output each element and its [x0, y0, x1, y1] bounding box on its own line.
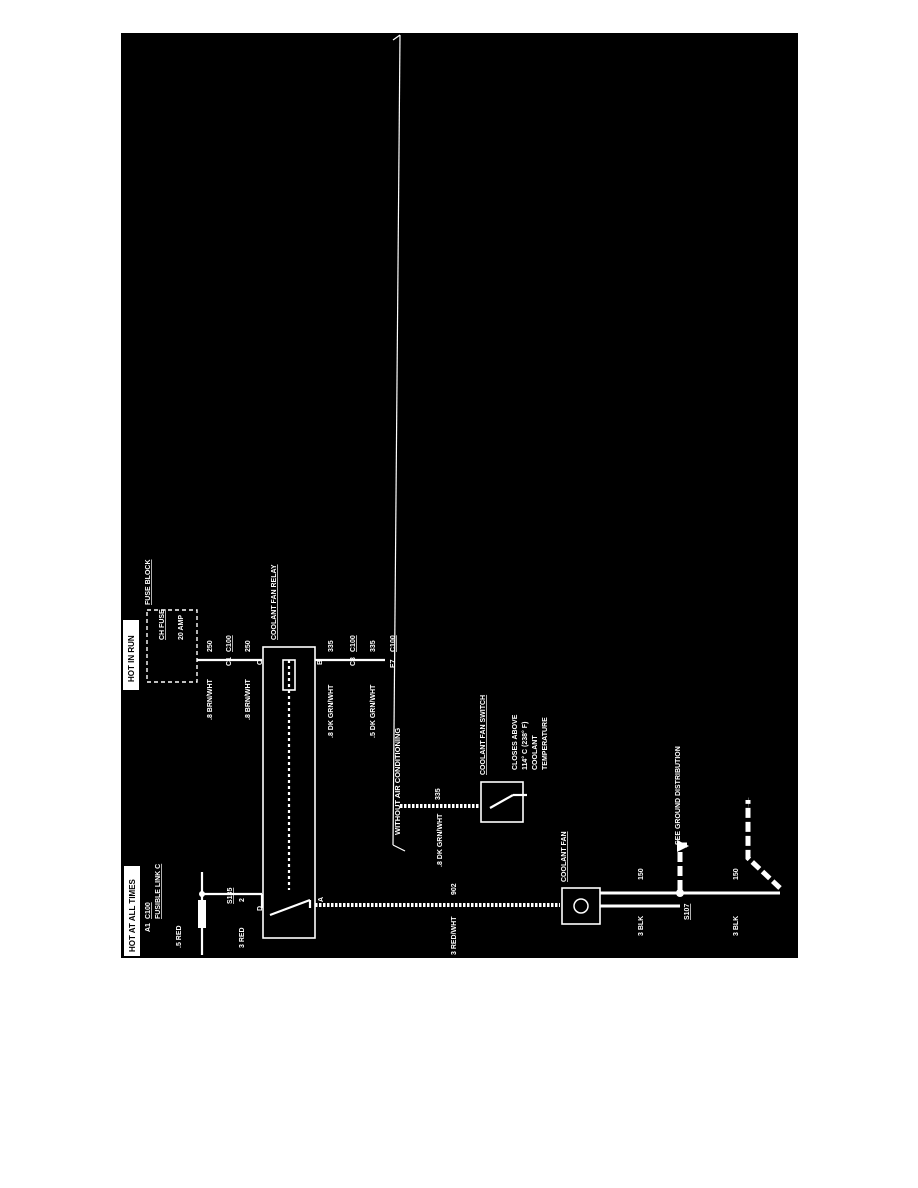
coolant-fan-box [561, 887, 601, 925]
coolant-fan-title: COOLANT FAN [561, 831, 568, 882]
svg-text:HOT IN RUN: HOT IN RUN [127, 635, 136, 682]
fuse-label: CH FUSE [159, 609, 166, 640]
switch-title: COOLANT FAN SWITCH [480, 695, 487, 775]
switch-desc: CLOSES ABOVE [512, 714, 519, 770]
svg-text:HOT AT ALL TIMES: HOT AT ALL TIMES [128, 878, 137, 952]
connector-pin: C3 [350, 657, 357, 666]
wire-label: 3 BLK [638, 916, 645, 936]
wire-label: 3 BLK [733, 916, 740, 936]
hot-at-all-times-tag: HOT AT ALL TIMES [124, 866, 140, 956]
wire-label: .8 BRN/WHT [207, 678, 214, 720]
wire-label: .5 DK GRN/WHT [370, 684, 377, 738]
circuit-label: 335 [370, 640, 377, 652]
circuit-label: 2 [239, 898, 246, 902]
connector-id: C100 [390, 635, 397, 652]
circuit-label: 250 [245, 640, 252, 652]
connector-id: C100 [350, 635, 357, 652]
see-ground: SEE GROUND DISTRIBUTION [675, 746, 682, 845]
fuse-block-box [146, 609, 198, 683]
coolant-fan-relay-box [262, 646, 316, 939]
relay-pin-d: D [257, 906, 264, 911]
fuse-amp: 20 AMP [178, 615, 185, 640]
wire-label: .8 BRN/WHT [245, 678, 252, 720]
circuit-label: 902 [451, 883, 458, 895]
wiring-diagram: HOT AT ALL TIMES .5 RED A1 C100 FUSIBLE … [121, 33, 798, 958]
relay-title: COOLANT FAN RELAY [271, 564, 278, 640]
wire-label: 3 RED/WHT [451, 916, 458, 955]
hot-in-run-tag: HOT IN RUN [123, 620, 139, 690]
connector-pin: A1 [145, 923, 152, 932]
connector-id: C100 [226, 635, 233, 652]
splice-label: S107 [684, 904, 691, 920]
relay-pin-a: A [318, 897, 325, 902]
relay-pin-b: B [317, 660, 324, 665]
coolant-fan-switch-box [480, 781, 524, 823]
circuit-label: 335 [435, 788, 442, 800]
circuit-label: 150 [638, 868, 645, 880]
fusible-link-title: FUSIBLE LINK C [155, 864, 162, 919]
fuse-block-title: FUSE BLOCK [145, 560, 152, 606]
circuit-label: 250 [207, 640, 214, 652]
section-divider [392, 34, 401, 846]
fan-motor-icon [573, 898, 589, 914]
splice-label: S135 [227, 888, 234, 904]
fusible-link [198, 900, 206, 928]
circuit-label: 150 [733, 868, 740, 880]
ground-distribution-arrow [677, 842, 690, 890]
without-ac-title: WITHOUT AIR CONDITIONING [393, 728, 402, 835]
connector-pin: C1 [226, 657, 233, 666]
switch-desc: COOLANT [532, 735, 539, 770]
connector-id: C100 [145, 902, 152, 919]
wire-label: .8 DK GRN/WHT [328, 684, 335, 738]
wire-label: .5 RED [176, 925, 183, 948]
circuit-label: 335 [328, 640, 335, 652]
wire-label: .8 DK GRN/WHT [437, 813, 444, 867]
relay-pin-c: C [257, 660, 264, 665]
switch-desc: TEMPERATURE [542, 717, 549, 770]
wiring-diagram-svg: HOT AT ALL TIMES .5 RED A1 C100 FUSIBLE … [123, 34, 782, 956]
switch-desc: 114° C (238° F) [521, 722, 529, 770]
wire-label: 3 RED [239, 927, 246, 948]
connector-pin: E7 [390, 659, 397, 668]
